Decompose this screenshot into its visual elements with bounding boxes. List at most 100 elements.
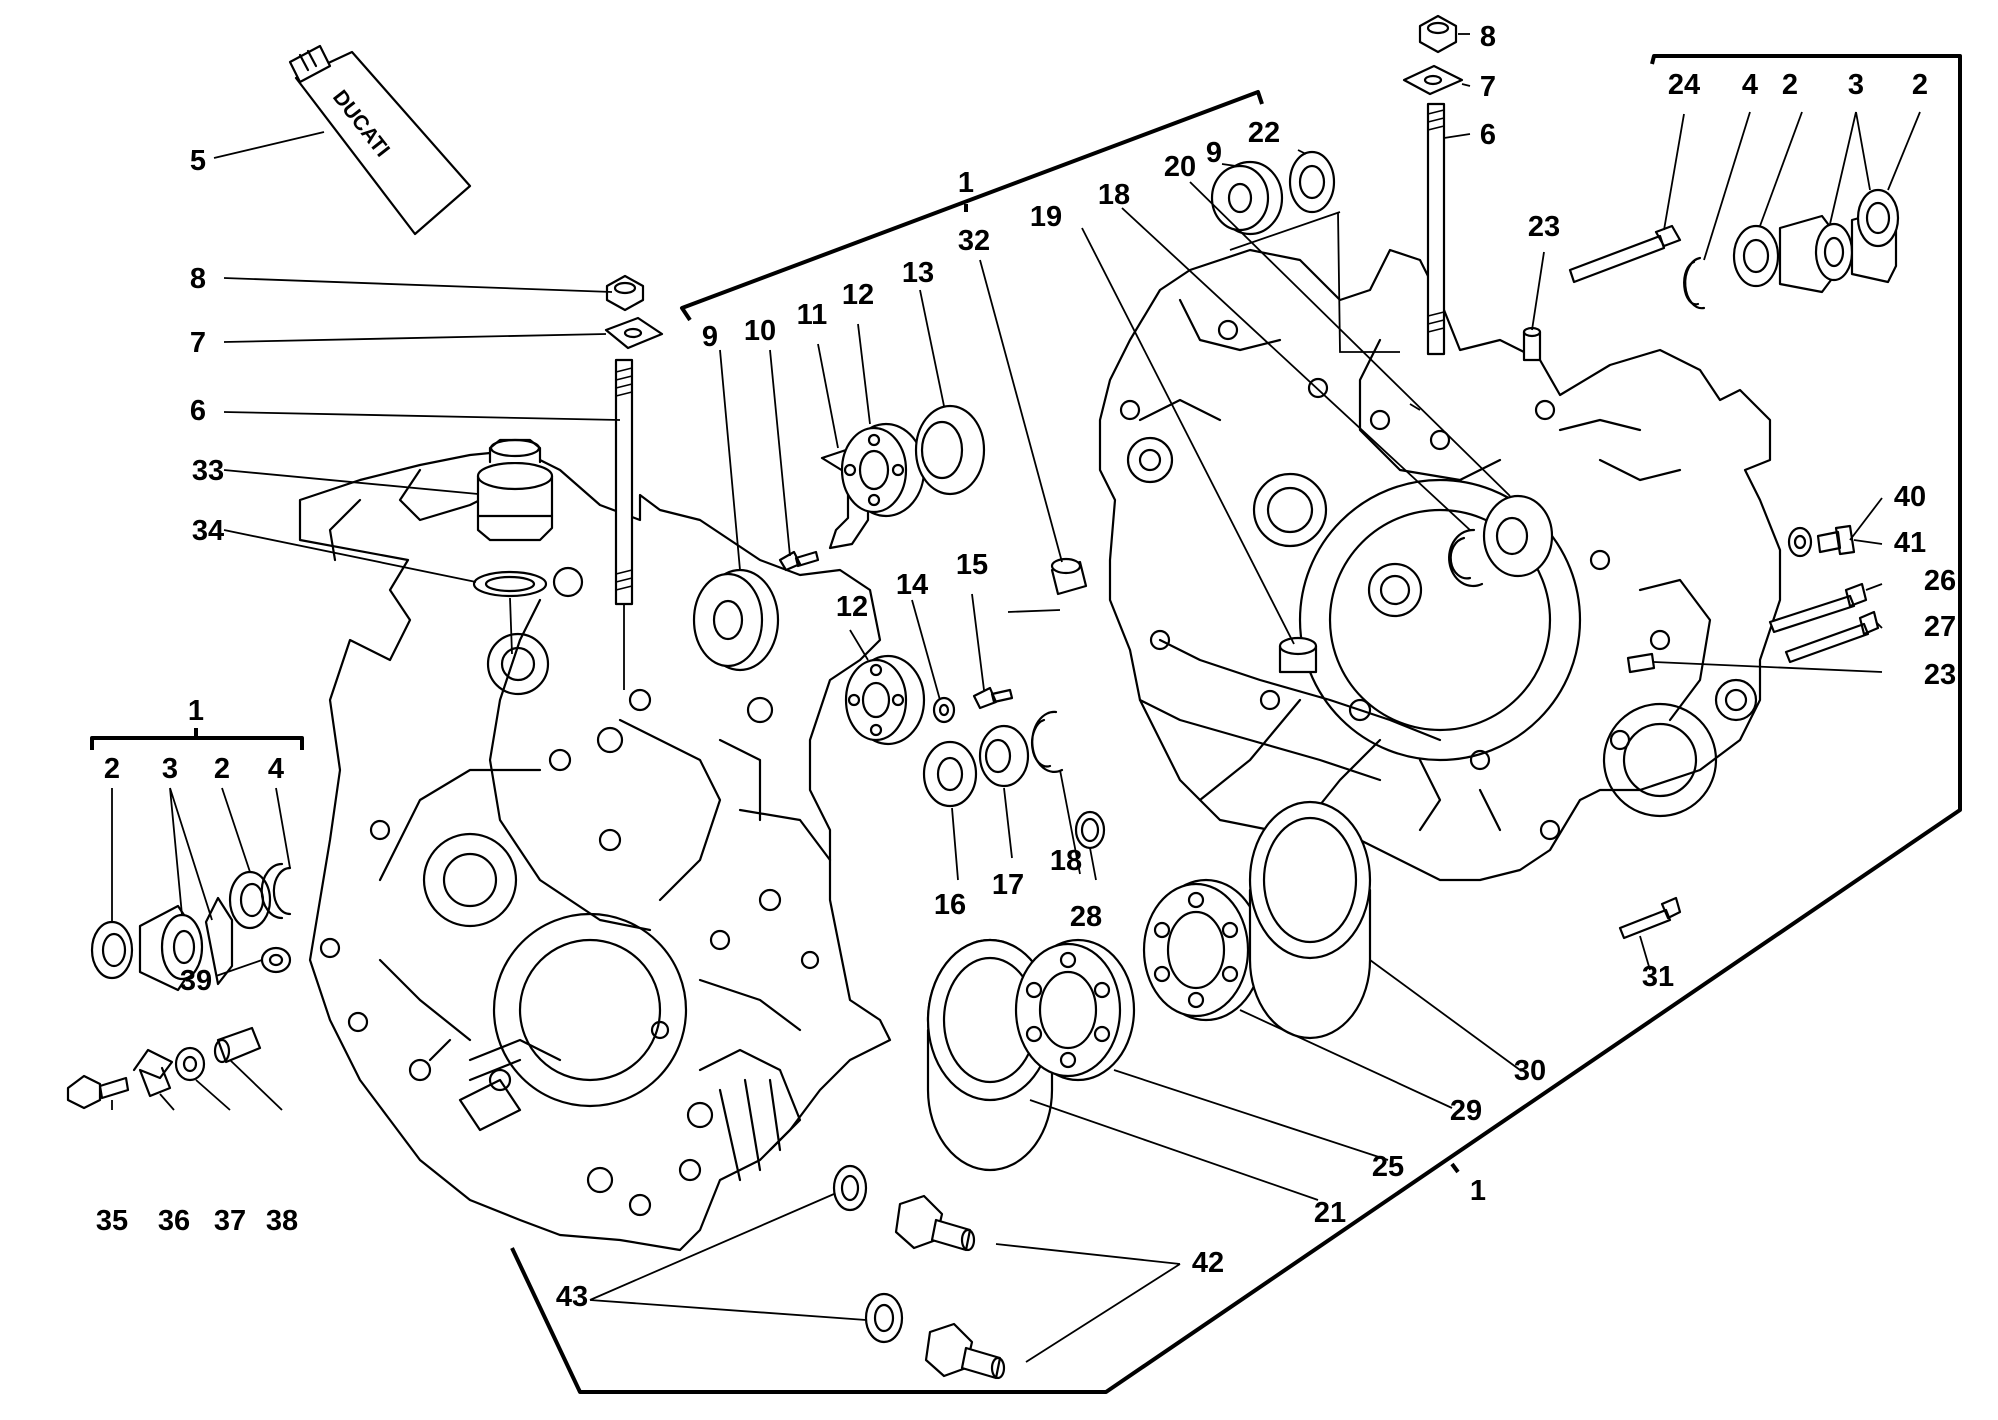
sensor-42-upper xyxy=(894,1194,976,1252)
callout-31: 31 xyxy=(1642,961,1674,993)
bearing-12-lower xyxy=(844,654,926,746)
washer-37 xyxy=(174,1046,206,1082)
bearing-9-right xyxy=(1210,160,1284,236)
callout-19: 19 xyxy=(1030,201,1062,233)
callout-10: 10 xyxy=(744,315,776,347)
oil-seal-13 xyxy=(914,404,986,496)
callout-35: 35 xyxy=(96,1205,128,1237)
callout-41: 41 xyxy=(1894,527,1926,559)
washer-40 xyxy=(1787,526,1813,558)
callout-8: 8 xyxy=(1480,21,1496,53)
callout-12: 12 xyxy=(842,279,874,311)
bolt-24 xyxy=(1568,224,1682,284)
stud-left xyxy=(614,358,634,606)
callout-4: 4 xyxy=(268,753,284,785)
plate-left xyxy=(604,316,664,350)
plate-right xyxy=(1402,64,1464,96)
callout-21: 21 xyxy=(1314,1197,1346,1229)
callout-7: 7 xyxy=(190,327,206,359)
sealant-tube: DUCATI xyxy=(288,44,472,236)
callout-17: 17 xyxy=(992,869,1024,901)
callout-18: 18 xyxy=(1098,179,1130,211)
callout-37: 37 xyxy=(214,1205,246,1237)
callout-14: 14 xyxy=(896,569,928,601)
callout-6: 6 xyxy=(1480,119,1496,151)
circlip-18-right xyxy=(1448,528,1484,588)
right-bearing-stack xyxy=(1683,188,1900,310)
left-bearing-stack xyxy=(90,862,292,992)
bearing-9-left xyxy=(692,568,780,672)
bearing-20 xyxy=(1482,494,1554,578)
callout-18: 18 xyxy=(1050,845,1082,877)
bolt-35 xyxy=(66,1074,102,1110)
callout-1-left: 1 xyxy=(188,695,204,727)
plug-39 xyxy=(260,946,292,974)
bush-38 xyxy=(216,1026,262,1064)
callout-7: 7 xyxy=(1480,71,1496,103)
callout-2: 2 xyxy=(1782,69,1798,101)
plug-41 xyxy=(1816,524,1856,556)
stud-right xyxy=(1426,102,1446,356)
left-crankcase-half xyxy=(298,448,892,1252)
callout-9: 9 xyxy=(702,321,718,353)
callout-9: 9 xyxy=(1206,137,1222,169)
callout-33: 33 xyxy=(192,455,224,487)
callout-2: 2 xyxy=(104,753,120,785)
circlip-18-left xyxy=(1030,710,1064,773)
sensor-42-lower xyxy=(924,1322,1006,1380)
callout-15: 15 xyxy=(956,549,988,581)
callout-4: 4 xyxy=(1742,69,1758,101)
callout-40: 40 xyxy=(1894,481,1926,513)
washer-43-upper xyxy=(832,1164,868,1212)
washer-14 xyxy=(932,696,956,724)
callout-30: 30 xyxy=(1514,1055,1546,1087)
seal-16 xyxy=(922,740,978,808)
callout-25: 25 xyxy=(1372,1151,1404,1183)
o-ring-34 xyxy=(472,570,548,598)
callout-39: 39 xyxy=(180,965,212,997)
screw-10 xyxy=(778,550,820,572)
bearing-12-upper xyxy=(840,422,926,518)
parts: DUCATI xyxy=(66,14,1900,1380)
callout-22: 22 xyxy=(1248,117,1280,149)
callout-5: 5 xyxy=(190,145,206,177)
right-crankcase-half xyxy=(1098,248,1782,882)
callout-38: 38 xyxy=(266,1205,298,1237)
callout-26: 26 xyxy=(1924,565,1956,597)
group-brackets xyxy=(90,54,1962,1394)
callout-8: 8 xyxy=(190,263,206,295)
bearing-29 xyxy=(1142,878,1264,1022)
seal-22 xyxy=(1288,150,1336,214)
bearing-25 xyxy=(1014,938,1136,1082)
callout-1-top: 1 xyxy=(958,167,974,199)
callout-32: 32 xyxy=(958,225,990,257)
callout-23: 23 xyxy=(1924,659,1956,691)
callout-28: 28 xyxy=(1070,901,1102,933)
callout-2: 2 xyxy=(214,753,230,785)
callout-36: 36 xyxy=(158,1205,190,1237)
callout-1-bottom: 1 xyxy=(1470,1175,1486,1207)
dowel-23-right xyxy=(1626,652,1656,674)
spring-clip-36 xyxy=(132,1048,174,1098)
callout-13: 13 xyxy=(902,257,934,289)
callout-23: 23 xyxy=(1528,211,1560,243)
callout-34: 34 xyxy=(192,515,224,547)
callout-43: 43 xyxy=(556,1281,588,1313)
bolt-27 xyxy=(1784,610,1880,664)
callout-24: 24 xyxy=(1668,69,1700,101)
screw-15 xyxy=(972,686,1014,710)
callout-20: 20 xyxy=(1164,151,1196,183)
callout-numbers: 1 1 1 2 2 2 2 3 3 4 4 5 6 6 7 7 8 8 9 9 … xyxy=(96,21,1956,1313)
callout-3: 3 xyxy=(1848,69,1864,101)
callout-27: 27 xyxy=(1924,611,1956,643)
race-30 xyxy=(1248,800,1372,1040)
callout-29: 29 xyxy=(1450,1095,1482,1127)
bearing-17 xyxy=(978,724,1030,788)
screw-31 xyxy=(1618,896,1682,940)
washer-43-lower xyxy=(864,1292,904,1344)
leader-lines xyxy=(111,33,1921,1363)
callout-6: 6 xyxy=(190,395,206,427)
o-ring-28 xyxy=(1074,810,1106,850)
callout-16: 16 xyxy=(934,889,966,921)
